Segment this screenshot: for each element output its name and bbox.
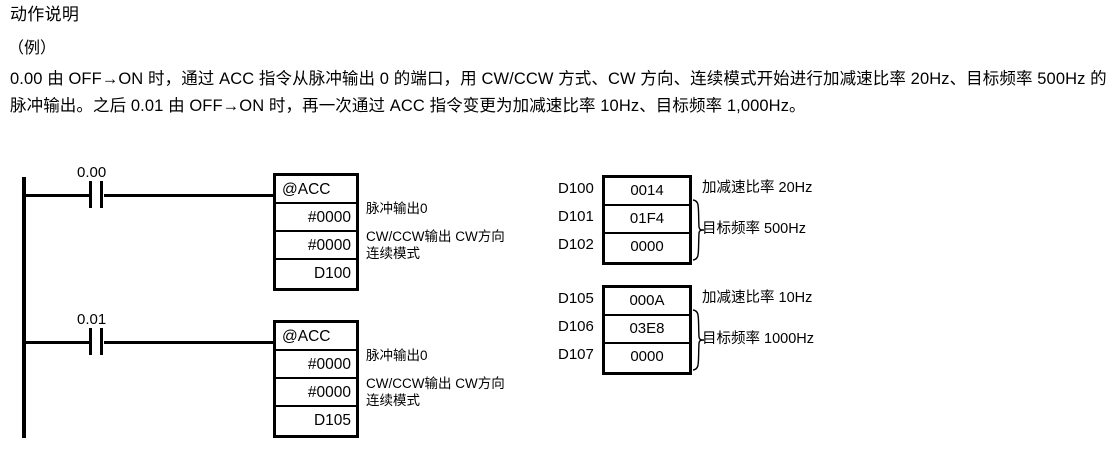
rung-2-note-line-1: 脉冲输出0 — [366, 348, 428, 363]
rung-2-contact-bar-left — [89, 328, 92, 355]
memory-table-1-value-2: 01F4 — [605, 206, 689, 234]
description-text: 0.00 由 OFF→ON 时，通过 ACC 指令从脉冲输出 0 的端口，用 C… — [10, 70, 1107, 115]
rung-1-wire-right — [104, 194, 275, 197]
rung-2-contact-label: 0.01 — [77, 311, 107, 328]
memory-table-1-note-top: 加减速比率 20Hz — [702, 180, 813, 196]
memory-table-2-group-brace — [692, 309, 706, 371]
rung-1-instruction-block[interactable]: @ACC #0000 #0000 D100 — [273, 173, 359, 291]
memory-table-2-address-1: D105 — [558, 290, 594, 307]
rung-2-contact-bar-right — [100, 328, 103, 355]
description-paragraph: 0.00 由 OFF→ON 时，通过 ACC 指令从脉冲输出 0 的端口，用 C… — [10, 66, 1108, 120]
rung-1-note-line-3: 连续模式 — [366, 246, 420, 261]
rung-1-instruction-operand-3: D100 — [313, 265, 351, 282]
rung-1-note-line-1: 脉冲输出0 — [366, 201, 428, 216]
memory-table-2-address-2: D106 — [558, 318, 594, 335]
memory-table-1-value-1: 0014 — [605, 178, 689, 206]
memory-table-1-address-3: D102 — [558, 236, 594, 253]
memory-table-1-note-group: 目标频率 500Hz — [702, 221, 806, 237]
rung-1-instruction-operator: @ACC — [276, 176, 356, 204]
rung-2-instruction-operator: @ACC — [276, 323, 356, 351]
rung-2-instruction-block[interactable]: @ACC #0000 #0000 D105 — [273, 320, 359, 438]
rung-1-wire-left — [22, 194, 89, 197]
rung-1-contact-label: 0.00 — [77, 164, 107, 181]
rung-2-note-line-3: 连续模式 — [366, 393, 420, 408]
memory-table-2-address-3: D107 — [558, 346, 594, 363]
rung-1-instruction-operand-1: #0000 — [276, 204, 356, 232]
rung-1-note-line-2: CW/CCW输出 CW方向 — [366, 229, 505, 244]
memory-table-2-note-group: 目标频率 1000Hz — [702, 331, 815, 347]
memory-table-2-value-3: 0000 — [630, 348, 664, 365]
rung-2-wire-left — [22, 341, 89, 344]
memory-table-1-value-3: 0000 — [630, 238, 664, 255]
rung-1-contact-bar-left — [89, 181, 92, 208]
rung-2-note-line-2: CW/CCW输出 CW方向 — [366, 376, 505, 391]
memory-table-2[interactable]: 000A 03E8 0000 — [602, 285, 692, 375]
rung-1-contact-bar-right — [100, 181, 103, 208]
ladder-left-power-rail — [22, 177, 26, 438]
rung-2-instruction-operand-1: #0000 — [276, 351, 356, 379]
memory-table-1-group-brace — [692, 199, 706, 261]
rung-2-instruction-operand-3: D105 — [313, 412, 351, 429]
rung-2-wire-right — [104, 341, 275, 344]
example-label: （例） — [8, 40, 57, 57]
memory-table-1[interactable]: 0014 01F4 0000 — [602, 175, 692, 265]
memory-table-1-address-2: D101 — [558, 208, 594, 225]
page-title: 动作说明 — [10, 5, 80, 24]
memory-table-2-note-top: 加减速比率 10Hz — [702, 290, 813, 306]
memory-table-2-value-2: 03E8 — [605, 316, 689, 344]
rung-2-instruction-operand-2: #0000 — [276, 379, 356, 407]
memory-table-2-value-1: 000A — [605, 288, 689, 316]
rung-1-instruction-operand-2: #0000 — [276, 232, 356, 260]
memory-table-1-address-1: D100 — [558, 180, 594, 197]
